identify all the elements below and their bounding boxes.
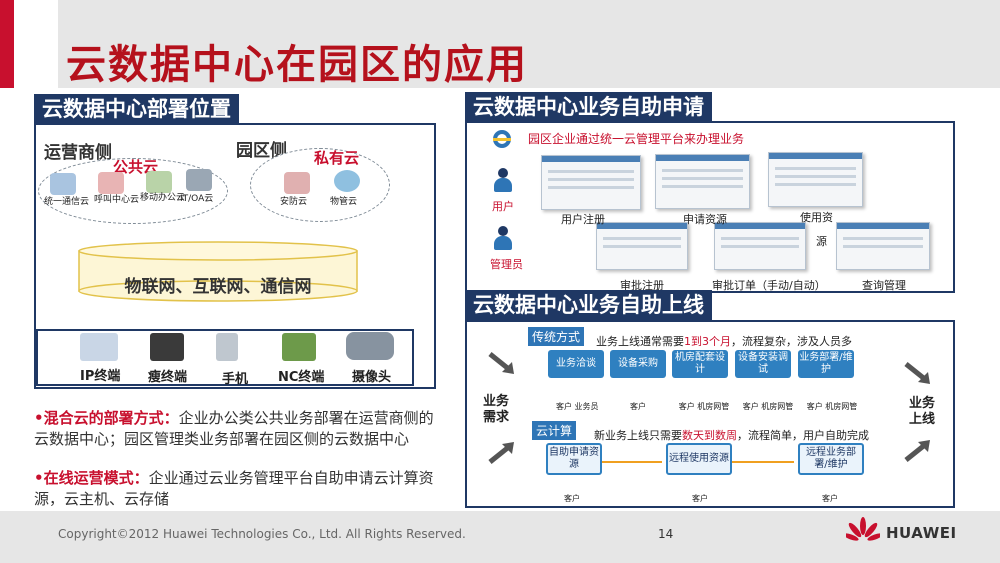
copyright-text: Copyright©2012 Huawei Technologies Co., … — [58, 527, 466, 541]
unified-comm-icon — [50, 173, 76, 195]
screenshot-approve-register — [596, 222, 688, 270]
page-number: 14 — [658, 527, 674, 541]
huawei-brand: HUAWEI — [886, 524, 957, 542]
step-query: 查询管理 — [862, 279, 906, 292]
terminal-label-phone: 手机 — [222, 372, 249, 387]
traditional-tag: 传统方式 — [528, 327, 585, 346]
private-cloud-label: 私有云 — [314, 149, 360, 167]
hybrid-label: •混合云的部署方式： — [34, 409, 179, 427]
cloud-actor-3: 客户 — [822, 494, 838, 503]
screenshot-apply — [655, 154, 750, 209]
terminal-label-thin: 瘦终端 — [148, 370, 188, 385]
arrow-out-top-icon — [904, 362, 930, 384]
step-register: 用户注册 — [561, 213, 605, 226]
terminal-label-camera: 摄像头 — [352, 370, 392, 385]
cloud-actor-1: 客户 — [564, 494, 580, 503]
trad-step-1: 业务洽谈 — [548, 350, 604, 378]
browser-icon — [493, 130, 511, 148]
screenshot-use — [768, 152, 863, 207]
cloud-arrow-1 — [602, 461, 662, 463]
step-use: 使用资 — [800, 211, 833, 224]
mobile-office-icon — [146, 171, 172, 193]
terminal-label-ip: IP终端 — [80, 369, 121, 384]
hybrid-text: 企业办公类公共业务部署在运营商侧的云数据中心；园区管理类业务部署在园区侧的云数据… — [34, 409, 434, 448]
section-online-heading: 云数据中心业务自助上线 — [465, 290, 712, 320]
step-approve-order: 审批订单（手动/自动） — [712, 279, 826, 292]
camera-icon — [346, 332, 394, 360]
terminal-row — [36, 329, 414, 386]
operator-side-label: 运营商侧 — [44, 143, 112, 163]
trad-actor-2: 客户 — [630, 402, 646, 411]
mobile-phone-icon — [216, 333, 238, 361]
property-icon — [334, 170, 360, 192]
cloud-step-1: 自助申请资源 — [546, 443, 602, 475]
role-admin: 管理员 — [490, 258, 523, 271]
public-item-2: 呼叫中心云 — [94, 195, 140, 205]
cloud-step-3: 远程业务部署/维护 — [798, 443, 864, 475]
admin-icon — [494, 226, 512, 250]
arrow-out-bottom-icon — [904, 440, 930, 462]
cloud-step-2: 远程使用资源 — [666, 443, 732, 475]
network-label: 物联网、互联网、通信网 — [124, 277, 312, 297]
trad-actor-1: 客户 业务员 — [556, 402, 599, 411]
security-icon — [284, 172, 310, 194]
public-item-4: IT/OA云 — [180, 194, 214, 204]
online-description: •在线运营模式：企业通过云业务管理平台自助申请云计算资源，云主机、云存储 — [34, 468, 444, 510]
private-item-1: 安防云 — [280, 197, 308, 207]
role-user: 用户 — [492, 200, 514, 213]
section-self-service-heading: 云数据中心业务自助申请 — [465, 92, 712, 122]
trad-step-5: 业务部署/维护 — [798, 350, 854, 378]
arrow-in-bottom-icon — [488, 442, 514, 464]
terminal-label-nc: NC终端 — [278, 370, 325, 385]
call-center-icon — [98, 172, 124, 194]
cloud-arrow-2 — [732, 461, 794, 463]
business-online-label: 业务上线 — [908, 396, 935, 427]
arrow-in-top-icon — [488, 352, 514, 374]
online-label: •在线运营模式： — [34, 469, 149, 487]
huawei-logo-icon — [846, 517, 880, 541]
trad-actor-3: 客户 机房网管 — [678, 402, 730, 411]
self-service-note: 园区企业通过统一云管理平台来办理业务 — [528, 132, 745, 146]
private-cloud-shape — [250, 148, 390, 222]
step-use-cont: 源 — [816, 235, 827, 248]
cloud-actor-2: 客户 — [692, 494, 708, 503]
section-deployment-heading: 云数据中心部署位置 — [34, 94, 239, 124]
step-approve-register: 审批注册 — [620, 279, 664, 292]
slide-title: 云数据中心在园区的应用 — [66, 42, 528, 88]
public-item-3: 移动办公云 — [140, 193, 186, 203]
step-apply: 申请资源 — [683, 213, 727, 226]
network-cylinder — [78, 241, 358, 302]
footer-bar — [0, 511, 1000, 563]
accent-strip — [0, 0, 14, 88]
title-bar — [58, 0, 1000, 88]
trad-step-4: 设备安装调试 — [735, 350, 791, 378]
cloud-text: 新业务上线只需要数天到数周，流程简单，用户自助完成 — [594, 429, 869, 442]
traditional-text: 业务上线通常需要1到3个月，流程复杂，涉及人员多 — [596, 335, 852, 348]
screenshot-query — [836, 222, 930, 270]
trad-actor-5: 客户 机房网管 — [806, 402, 858, 411]
public-item-1: 统一通信云 — [44, 197, 90, 207]
server-icon — [186, 169, 212, 191]
business-demand-label: 业务需求 — [482, 394, 509, 425]
online-text: 企业通过云业务管理平台自助申请云计算资源，云主机、云存储 — [34, 469, 434, 508]
hybrid-description: •混合云的部署方式：企业办公类公共业务部署在运营商侧的云数据中心；园区管理类业务… — [34, 408, 444, 450]
trad-step-3: 机房配套设计 — [672, 350, 728, 378]
trad-step-2: 设备采购 — [610, 350, 666, 378]
trad-actor-4: 客户 机房网管 — [742, 402, 794, 411]
screenshot-approve-order — [714, 222, 806, 270]
private-item-2: 物管云 — [330, 197, 358, 207]
cloud-tag: 云计算 — [532, 421, 577, 440]
thin-client-icon — [150, 333, 184, 361]
screenshot-register — [541, 155, 641, 210]
nc-terminal-icon — [282, 333, 316, 361]
ip-phone-icon — [80, 333, 118, 361]
user-icon — [494, 168, 512, 192]
